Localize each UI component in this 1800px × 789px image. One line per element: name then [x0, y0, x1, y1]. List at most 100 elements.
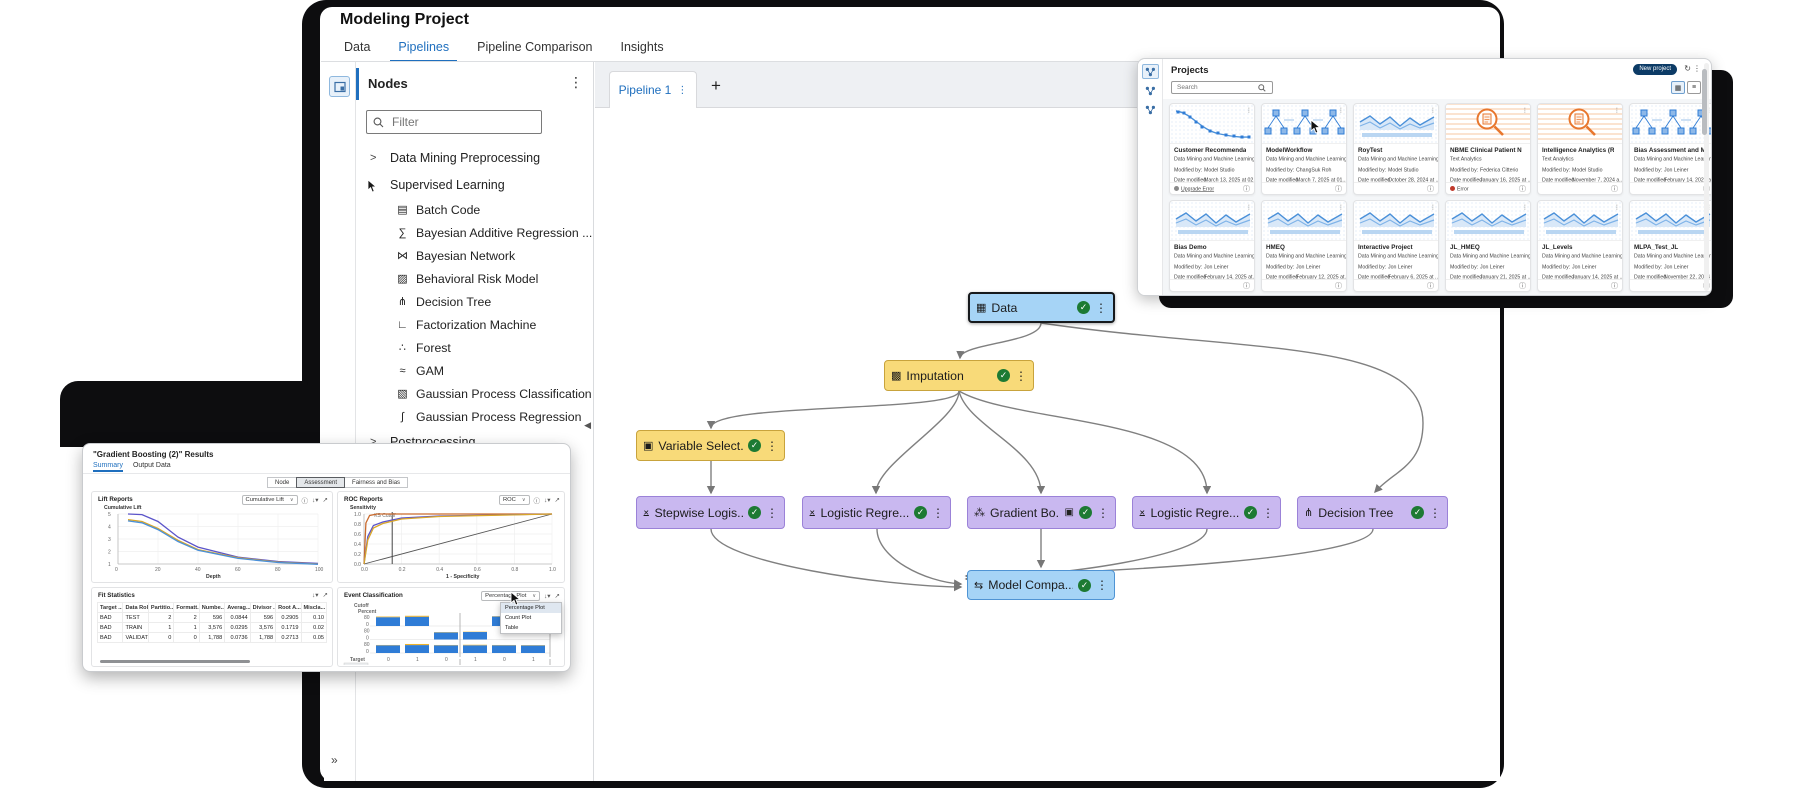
- tree-group-supervised-learning[interactable]: Supervised Learning: [356, 171, 593, 198]
- pipeline-node-dtree[interactable]: ⋔Decision Tree✓⋮: [1297, 496, 1448, 529]
- card-menu-button[interactable]: ⋮: [1246, 108, 1252, 114]
- panel-dropdown[interactable]: Cumulative Lift∨: [241, 495, 298, 505]
- pipeline-node-logistic1[interactable]: ⨱Logistic Regre...✓⋮: [802, 496, 951, 529]
- sidebar-item-gaussian-process-classification[interactable]: ▧Gaussian Process Classification: [356, 382, 593, 405]
- sidebar-item-behavioral-risk-model[interactable]: ▨Behavioral Risk Model: [356, 267, 593, 290]
- sidebar-item-gaussian-process-regression[interactable]: ∫Gaussian Process Regression: [356, 405, 593, 428]
- results-tab-output-data[interactable]: Output Data: [132, 462, 171, 469]
- pipeline-node-data[interactable]: ▦Data✓⋮: [968, 292, 1115, 323]
- node-menu-button[interactable]: ⋮: [932, 505, 944, 520]
- sidebar-item-gam[interactable]: ≈GAM: [356, 359, 593, 382]
- node-menu-button[interactable]: ⋮: [1262, 505, 1274, 520]
- filter-field[interactable]: [390, 114, 520, 130]
- download-icon[interactable]: ↓▾: [544, 497, 551, 504]
- sidebar-item-bayesian-additive-regression[interactable]: ∑Bayesian Additive Regression ...: [356, 221, 593, 244]
- projects-search-field[interactable]: [1175, 83, 1255, 92]
- node-menu-button[interactable]: ⋮: [766, 438, 778, 453]
- sidebar-item-decision-tree[interactable]: ⋔Decision Tree: [356, 290, 593, 313]
- list-view-toggle[interactable]: ≡: [1687, 81, 1701, 94]
- node-menu-button[interactable]: ⋮: [1096, 578, 1108, 592]
- node-menu-button[interactable]: ⋮: [1429, 505, 1441, 520]
- projects-rail-icon-3[interactable]: [1142, 102, 1159, 117]
- pipeline-node-varsel[interactable]: ▣Variable Select...✓⋮: [636, 430, 785, 461]
- sidebar-item-factorization-machine[interactable]: ∟Factorization Machine: [356, 313, 593, 336]
- info-icon[interactable]: ⓘ: [1427, 282, 1434, 290]
- horizontal-scrollbar[interactable]: [100, 659, 250, 663]
- card-menu-button[interactable]: ⋮: [1522, 108, 1528, 114]
- expand-icon[interactable]: ↗: [554, 497, 560, 504]
- card-menu-button[interactable]: ⋮: [1430, 108, 1436, 114]
- pipeline-node-logistic2[interactable]: ⨱Logistic Regre...✓⋮: [1132, 496, 1281, 529]
- panel-toggle-icon[interactable]: [329, 76, 350, 97]
- info-icon[interactable]: ⓘ: [1611, 282, 1618, 290]
- add-pipeline-button[interactable]: +: [711, 76, 721, 95]
- card-menu-button[interactable]: ⋮: [1614, 108, 1620, 114]
- pipeline-node-modelcomp[interactable]: ⇆Model Compa...✓⋮: [967, 570, 1115, 600]
- projects-rail-icon-2[interactable]: [1142, 83, 1159, 98]
- expand-icon[interactable]: ↗: [322, 592, 328, 599]
- expand-icon[interactable]: ↗: [554, 593, 560, 600]
- info-icon[interactable]: ⓘ: [301, 498, 309, 505]
- info-icon[interactable]: ⓘ: [1335, 185, 1342, 193]
- info-icon[interactable]: ⓘ: [1519, 282, 1526, 290]
- panel-dropdown[interactable]: Percentage Plot∨: [481, 591, 541, 601]
- sidebar-item-forest[interactable]: ∴Forest: [356, 336, 593, 359]
- pipeline-tab-menu[interactable]: ⋮: [677, 84, 688, 96]
- node-filter-input[interactable]: [366, 110, 542, 134]
- node-menu-button[interactable]: ⋮: [1015, 368, 1027, 383]
- card-menu-button[interactable]: ⋮: [1614, 205, 1620, 211]
- pipeline-node-imputation[interactable]: ▩Imputation✓⋮: [884, 360, 1034, 391]
- pipeline-node-stepwise[interactable]: ⨱Stepwise Logis...✓⋮: [636, 496, 785, 529]
- tab-pipeline-1[interactable]: Pipeline 1 ⋮: [609, 71, 697, 108]
- collapse-sidebar-arrow[interactable]: ◀: [584, 420, 591, 430]
- projects-scrollbar[interactable]: [1702, 63, 1709, 291]
- info-icon[interactable]: ⓘ: [1427, 185, 1434, 193]
- card-menu-button[interactable]: ⋮: [1338, 108, 1344, 114]
- menu-item-table[interactable]: Table: [505, 625, 519, 631]
- info-icon[interactable]: ⓘ: [1611, 185, 1618, 193]
- info-icon[interactable]: ⓘ: [1519, 185, 1526, 193]
- node-menu-button[interactable]: ⋮: [766, 505, 778, 520]
- view-tab-assessment[interactable]: Assessment: [296, 477, 346, 488]
- download-icon[interactable]: ↓▾: [312, 592, 319, 599]
- nodes-menu-button[interactable]: ⋮: [569, 74, 583, 90]
- view-tab-node[interactable]: Node: [267, 477, 298, 488]
- info-icon[interactable]: ⓘ: [1243, 185, 1250, 193]
- main-tab-insights[interactable]: Insights: [620, 40, 664, 54]
- main-tab-data[interactable]: Data: [344, 40, 371, 54]
- node-menu-button[interactable]: ⋮: [1097, 505, 1109, 520]
- info-icon[interactable]: ⓘ: [1335, 282, 1342, 290]
- projects-rail-icon-1[interactable]: [1142, 64, 1159, 79]
- sidebar-item-bayesian-network[interactable]: ⋈Bayesian Network: [356, 244, 593, 267]
- info-icon[interactable]: ⓘ: [533, 498, 541, 505]
- pipeline-node-gradient[interactable]: ⁂Gradient Bo...▣✓⋮: [967, 496, 1116, 529]
- expand-panel-button[interactable]: »: [331, 753, 338, 767]
- grid-view-toggle[interactable]: ▦: [1671, 81, 1685, 94]
- projects-search-input[interactable]: [1171, 81, 1273, 94]
- project-card[interactable]: Customer Recommendation E...Data Mining …: [1169, 103, 1255, 195]
- panel-dropdown[interactable]: ROC∨: [498, 495, 530, 505]
- main-tab-pipelines[interactable]: Pipelines: [390, 38, 457, 63]
- menu-item-count-plot[interactable]: Count Plot: [505, 615, 532, 621]
- project-card[interactable]: Bias Assessment and MitigationData Minin…: [1629, 103, 1711, 195]
- refresh-icon[interactable]: ↻: [1684, 64, 1691, 73]
- projects-menu-button[interactable]: ⋮: [1693, 64, 1701, 73]
- expand-icon[interactable]: ↗: [322, 497, 328, 504]
- results-tab-summary[interactable]: Summary: [93, 462, 123, 472]
- tree-group-data-mining-preprocessing[interactable]: >Data Mining Preprocessing: [356, 144, 593, 171]
- card-menu-button[interactable]: ⋮: [1522, 205, 1528, 211]
- download-icon[interactable]: ↓▾: [312, 497, 319, 504]
- sidebar-item-batch-code[interactable]: ▤Batch Code: [356, 198, 593, 221]
- project-card[interactable]: NBME Clinical Patient Notes (R...Text An…: [1445, 103, 1531, 195]
